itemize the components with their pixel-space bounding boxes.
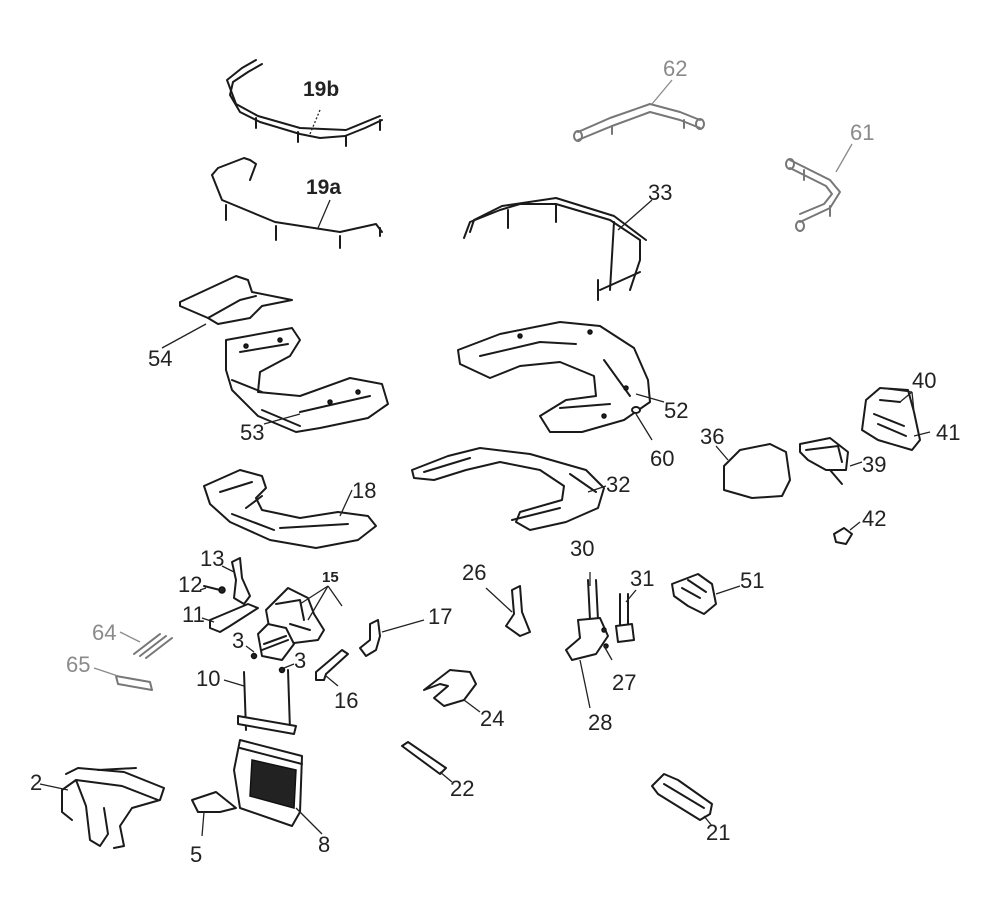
part-11-bracket <box>209 603 259 633</box>
part-32-rear-frame <box>411 447 607 531</box>
label-26: 26 <box>462 560 486 585</box>
label-17: 17 <box>428 604 452 629</box>
part-33-rear-rail <box>463 197 653 301</box>
label-5: 5 <box>190 842 202 867</box>
part-18-front-frame <box>203 469 377 549</box>
part-54-bracket <box>161 275 293 349</box>
label-21: 21 <box>706 820 730 845</box>
part-36-backrest-pad <box>715 443 791 499</box>
label-64: 64 <box>92 620 116 645</box>
leader-3a <box>245 645 255 653</box>
label-16: 16 <box>334 688 358 713</box>
part-5-plate <box>191 791 237 837</box>
part-52-rear-plate <box>457 321 665 433</box>
label-54: 54 <box>148 346 172 371</box>
part-26-bracket <box>485 585 531 637</box>
part-3-bolts <box>250 623 295 674</box>
part-22-plate <box>401 741 453 783</box>
label-33: 33 <box>648 180 672 205</box>
leader-11 <box>201 617 215 623</box>
leader-3b <box>283 663 295 669</box>
label-39: 39 <box>862 452 886 477</box>
part-19b-front-bar <box>226 59 383 147</box>
label-18: 18 <box>352 478 376 503</box>
part-16-bracket <box>315 649 349 687</box>
part-19a-bar <box>211 157 383 249</box>
label-2: 2 <box>30 770 42 795</box>
label-31: 31 <box>630 566 654 591</box>
part-17-bracket <box>359 619 425 657</box>
part-10-support <box>223 669 297 735</box>
part-2-bumper <box>39 767 165 849</box>
part-31-bracket <box>615 589 637 643</box>
label-8: 8 <box>318 832 330 857</box>
part-64-strips: 64 <box>92 620 173 659</box>
label-40: 40 <box>912 368 936 393</box>
label-30: 30 <box>570 536 594 561</box>
part-60-washer <box>631 406 653 441</box>
label-36: 36 <box>700 424 724 449</box>
label-19a: 19a <box>306 176 341 199</box>
leader-13 <box>221 565 235 573</box>
part-62-rear-bar: 62 <box>573 56 705 142</box>
part-39-backrest-bracket <box>799 437 863 485</box>
label-12: 12 <box>178 572 202 597</box>
label-15: 15 <box>322 569 339 586</box>
leader-12 <box>199 587 207 591</box>
label-11: 11 <box>182 602 205 627</box>
part-8-grille <box>233 739 323 835</box>
part-53-front-plate <box>225 327 389 433</box>
label-3a: 3 <box>232 628 244 653</box>
part-12-bolt <box>203 585 226 594</box>
label-41: 41 <box>936 420 960 445</box>
part-13-bracket <box>231 557 251 605</box>
part-61-side-bar: 61 <box>785 120 874 232</box>
part-30-28-brackets <box>565 572 613 709</box>
label-53: 53 <box>240 420 264 445</box>
part-42-clip <box>833 521 861 545</box>
label-10: 10 <box>196 666 220 691</box>
label-60: 60 <box>650 446 674 471</box>
label-19b: 19b <box>303 78 339 101</box>
label-42: 42 <box>862 506 886 531</box>
label-22: 22 <box>450 776 474 801</box>
part-41-backrest-frame <box>861 387 931 451</box>
label-65: 65 <box>66 652 90 677</box>
label-52: 52 <box>664 398 688 423</box>
label-28: 28 <box>588 710 612 735</box>
part-24-skid <box>423 669 481 713</box>
label-32: 32 <box>606 472 630 497</box>
part-21-rail <box>651 773 713 827</box>
label-27: 27 <box>612 670 636 695</box>
part-65-pad: 65 <box>66 652 153 691</box>
label-51: 51 <box>740 568 764 593</box>
label-13: 13 <box>200 546 224 571</box>
label-3b: 3 <box>294 648 306 673</box>
part-51-mount <box>671 573 741 615</box>
label-24: 24 <box>480 706 504 731</box>
label-61: 61 <box>850 120 874 145</box>
label-62: 62 <box>663 56 687 81</box>
